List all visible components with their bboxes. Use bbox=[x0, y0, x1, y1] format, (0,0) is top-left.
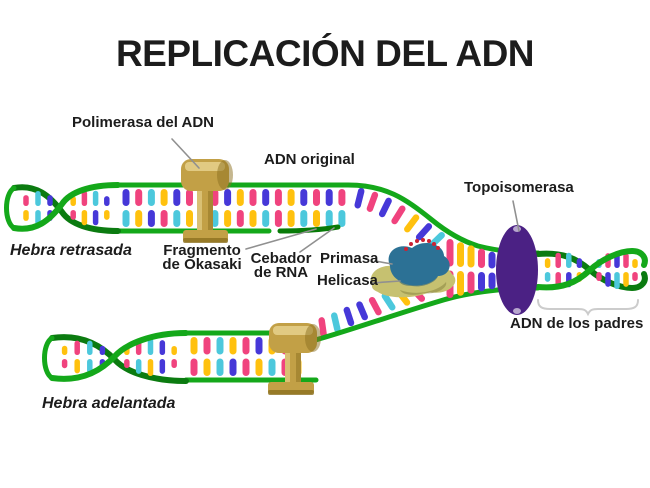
label-hebra-adelantada: Hebra adelantada bbox=[42, 395, 176, 412]
label-fragmento-line1: Fragmento bbox=[163, 242, 241, 259]
brace-adn-padres bbox=[537, 299, 639, 317]
fork-top-unpaired-bases bbox=[354, 187, 445, 249]
label-fragmento-de-okasaki: Fragmento de Okasaki bbox=[160, 242, 244, 273]
top-left-helix bbox=[4, 182, 121, 234]
helix-ribbon-front bbox=[11, 182, 121, 232]
label-polimerasa-del-adn: Polimerasa del ADN bbox=[72, 114, 214, 131]
top-ladder-base-pairs bbox=[122, 189, 346, 227]
pointer-line-topoisomerasa bbox=[512, 200, 520, 232]
label-helicasa: Helicasa bbox=[317, 272, 378, 289]
dna-polymerase-clamp-top bbox=[181, 159, 233, 243]
label-primasa: Primasa bbox=[320, 250, 379, 267]
pointer-lines bbox=[171, 138, 520, 284]
label-cebador-de-rna: Cebador de RNA bbox=[248, 250, 314, 281]
helix-end-curl bbox=[42, 335, 55, 381]
parent-duplex-base-pairs bbox=[446, 239, 506, 298]
page-title: REPLICACIÓN DEL ADN bbox=[115, 33, 535, 74]
bottom-left-helix bbox=[42, 330, 189, 384]
label-topoisomerasa: Topoisomerasa bbox=[464, 179, 574, 196]
dna-polymerase-clamp-bottom bbox=[268, 323, 321, 395]
helix-ribbon-back bbox=[49, 334, 189, 384]
helix-ribbon-back bbox=[11, 184, 121, 234]
pointer-line-helicasa bbox=[371, 280, 401, 284]
pointer-line-fragmento bbox=[245, 228, 317, 250]
pointer-line-primasa bbox=[374, 260, 393, 265]
rna-primer-dots bbox=[404, 238, 440, 251]
pointer-line-cebador bbox=[299, 227, 335, 253]
helix-ribbon-front bbox=[49, 330, 189, 382]
label-adn-de-los-padres: ADN de los padres bbox=[510, 315, 644, 332]
helix-base-pairs bbox=[61, 338, 177, 376]
topoisomerase-ring bbox=[496, 225, 538, 315]
helix-end-curl bbox=[4, 185, 17, 231]
helix-base-pairs bbox=[23, 190, 110, 226]
label-adn-original: ADN original bbox=[264, 151, 355, 168]
label-hebra-retrasada: Hebra retrasada bbox=[10, 242, 132, 259]
pointer-line-polimerasa bbox=[171, 138, 200, 169]
right-helix-parent-dna bbox=[535, 247, 648, 292]
primase-blob bbox=[388, 242, 450, 287]
helix-ribbon-front bbox=[535, 247, 648, 291]
label-cebador-line1: Cebador bbox=[250, 250, 312, 267]
label-fragmento-line2: de Okasaki bbox=[162, 256, 242, 273]
label-cebador-line2: de RNA bbox=[253, 264, 309, 281]
